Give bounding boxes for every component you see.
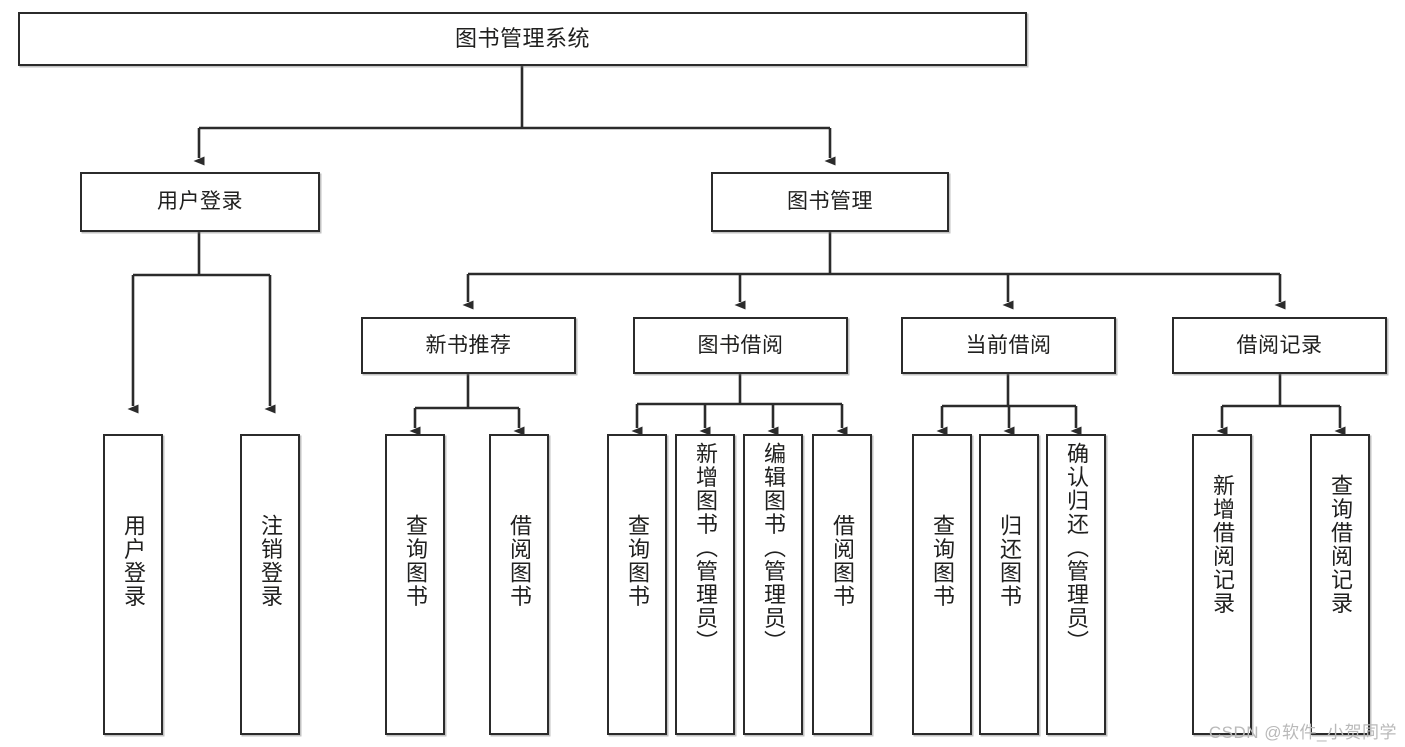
node-label: 查询借阅记录 [1328, 474, 1353, 615]
node-new-book-recommend[interactable]: 新书推荐 [361, 317, 576, 374]
node-leaf-user-login[interactable]: 用户登录 [103, 434, 163, 735]
node-label: 查询图书 [930, 514, 955, 608]
node-label: 新增借阅记录 [1210, 474, 1235, 615]
node-label: 用户登录 [157, 190, 243, 214]
node-label: 查询图书 [625, 514, 650, 608]
node-leaf-query-book-1[interactable]: 查询图书 [385, 434, 445, 735]
node-label: 查询图书 [403, 514, 428, 608]
node-borrow-record[interactable]: 借阅记录 [1172, 317, 1387, 374]
node-book-borrow[interactable]: 图书借阅 [633, 317, 848, 374]
node-label: 当前借阅 [965, 333, 1052, 357]
node-leaf-borrow-book-2[interactable]: 借阅图书 [812, 434, 872, 735]
node-leaf-confirm-return[interactable]: 确认归还（管理员） [1046, 434, 1106, 735]
node-label: 确认归还（管理员） [1064, 442, 1089, 654]
node-leaf-add-book[interactable]: 新增图书（管理员） [675, 434, 735, 735]
node-label: 新增图书（管理员） [693, 442, 718, 654]
node-label: 借阅记录 [1236, 333, 1323, 357]
node-label: 编辑图书（管理员） [761, 442, 786, 654]
node-book-management[interactable]: 图书管理 [711, 172, 949, 232]
node-leaf-edit-book[interactable]: 编辑图书（管理员） [743, 434, 803, 735]
node-current-borrow[interactable]: 当前借阅 [901, 317, 1116, 374]
node-leaf-add-record[interactable]: 新增借阅记录 [1192, 434, 1252, 735]
node-leaf-query-book-3[interactable]: 查询图书 [912, 434, 972, 735]
node-leaf-return-book[interactable]: 归还图书 [979, 434, 1039, 735]
node-label: 注销登录 [258, 514, 283, 608]
node-label: 借阅图书 [507, 514, 532, 608]
node-label: 图书管理 [787, 190, 873, 214]
node-leaf-query-book-2[interactable]: 查询图书 [607, 434, 667, 735]
node-leaf-query-record[interactable]: 查询借阅记录 [1310, 434, 1370, 735]
node-label: 新书推荐 [425, 333, 512, 357]
node-user-login[interactable]: 用户登录 [80, 172, 320, 232]
csdn-watermark: CSDN @软件_小贺同学 [1208, 723, 1397, 742]
node-leaf-borrow-book-1[interactable]: 借阅图书 [489, 434, 549, 735]
node-label: 图书借阅 [697, 333, 784, 357]
node-label: 图书管理系统 [454, 25, 590, 51]
node-label: 用户登录 [121, 514, 146, 608]
node-root-book-management-system[interactable]: 图书管理系统 [18, 12, 1027, 66]
node-label: 归还图书 [997, 514, 1022, 608]
node-leaf-logout-login[interactable]: 注销登录 [240, 434, 300, 735]
node-label: 借阅图书 [830, 514, 855, 608]
